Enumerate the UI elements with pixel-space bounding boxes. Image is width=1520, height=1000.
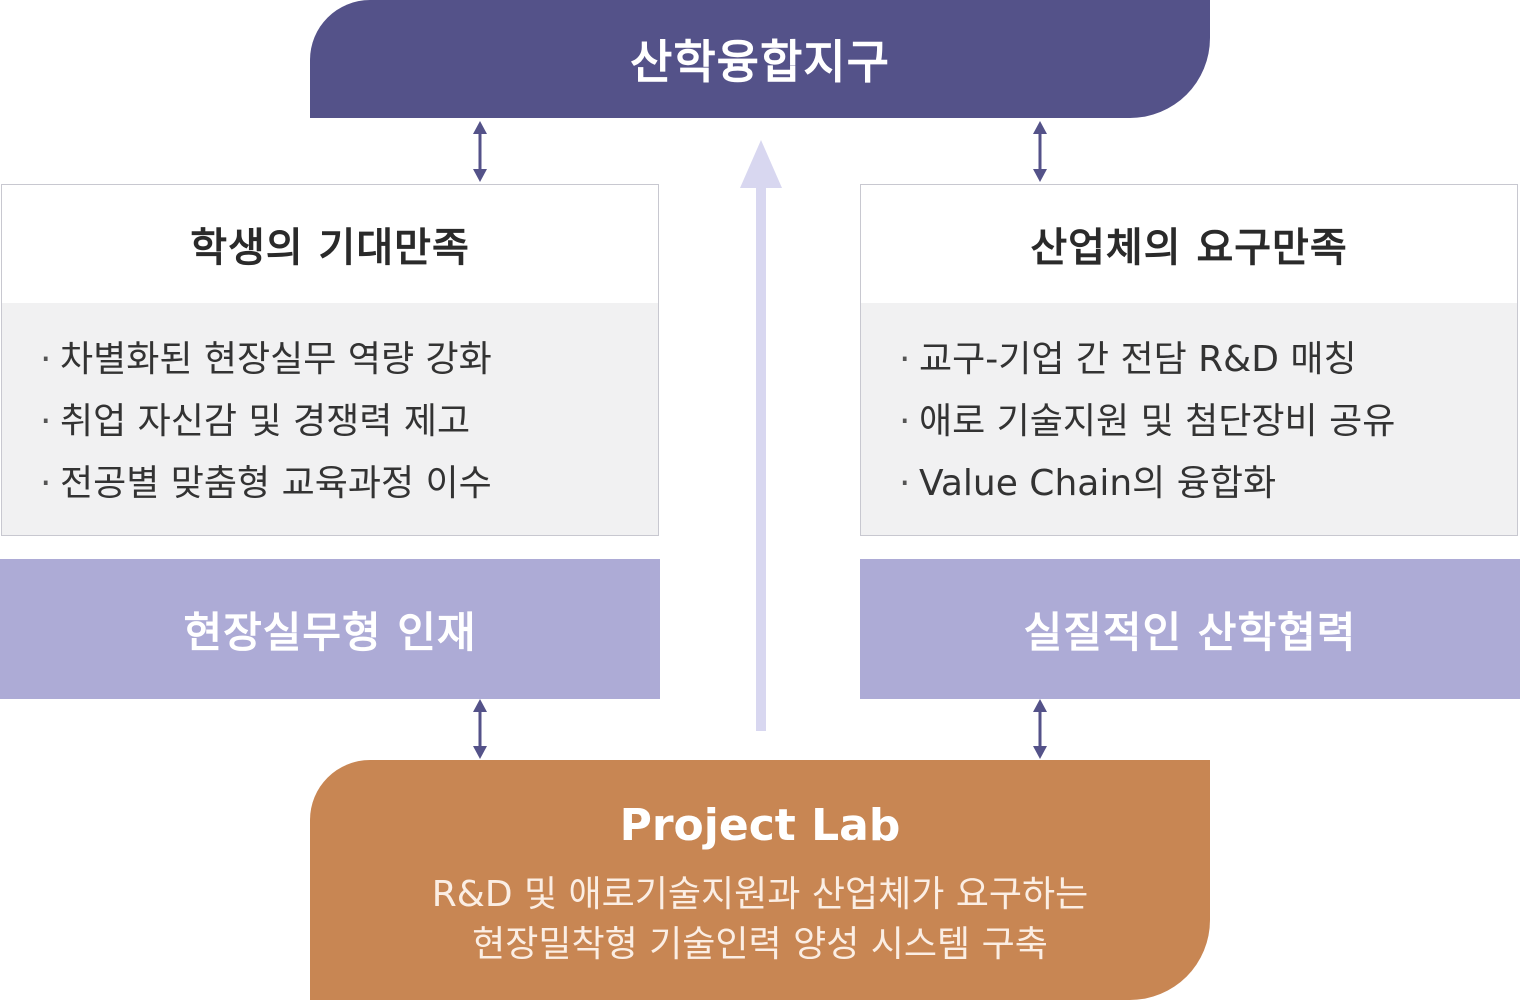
bottom-title: Project Lab	[619, 800, 901, 851]
bottom-desc-line-1: R&D 및 애로기술지원과 산업체가 요구하는	[431, 874, 1089, 915]
left-panel: 학생의 기대만족 ·차별화된 현장실무 역량 강화 ·취업 자신감 및 경쟁력 …	[1, 184, 659, 536]
top-box: 산학융합지구	[310, 0, 1210, 118]
list-item: ·Value Chain의 융합화	[899, 453, 1517, 515]
right-band: 실질적인 산학협력	[860, 559, 1520, 699]
left-band: 현장실무형 인재	[0, 559, 660, 699]
bullet-dot: ·	[40, 401, 52, 442]
list-item: ·전공별 맞춤형 교육과정 이수	[40, 453, 658, 515]
right-top-double-arrow	[1033, 121, 1047, 182]
bullet-dot: ·	[40, 339, 52, 380]
right-panel: 산업체의 요구만족 ·교구-기업 간 전담 R&D 매칭 ·애로 기술지원 및 …	[860, 184, 1518, 536]
right-bottom-double-arrow	[1033, 699, 1047, 759]
center-up-arrow	[740, 140, 782, 731]
bullet-dot: ·	[40, 463, 52, 504]
left-top-double-arrow	[473, 121, 487, 182]
right-panel-title: 산업체의 요구만족	[1030, 225, 1348, 271]
left-bottom-double-arrow	[473, 699, 487, 759]
bullet-dot: ·	[899, 463, 911, 504]
left-panel-title: 학생의 기대만족	[190, 225, 470, 271]
right-panel-body: ·교구-기업 간 전담 R&D 매칭 ·애로 기술지원 및 첨단장비 공유 ·V…	[861, 303, 1517, 535]
bottom-description: R&D 및 애로기술지원과 산업체가 요구하는 현장밀착형 기술인력 양성 시스…	[310, 870, 1210, 970]
top-title: 산학융합지구	[630, 35, 890, 89]
left-band-label: 현장실무형 인재	[183, 607, 477, 657]
list-item: ·교구-기업 간 전담 R&D 매칭	[899, 329, 1517, 391]
bullet-dot: ·	[899, 401, 911, 442]
list-item: ·차별화된 현장실무 역량 강화	[40, 329, 658, 391]
list-item: ·취업 자신감 및 경쟁력 제고	[40, 391, 658, 453]
right-panel-list: ·교구-기업 간 전담 R&D 매칭 ·애로 기술지원 및 첨단장비 공유 ·V…	[899, 329, 1517, 515]
bottom-box: Project Lab R&D 및 애로기술지원과 산업체가 요구하는 현장밀착…	[310, 760, 1210, 1000]
left-panel-list: ·차별화된 현장실무 역량 강화 ·취업 자신감 및 경쟁력 제고 ·전공별 맞…	[40, 329, 658, 515]
right-band-label: 실질적인 산학협력	[1023, 607, 1357, 657]
list-item: ·애로 기술지원 및 첨단장비 공유	[899, 391, 1517, 453]
bullet-dot: ·	[899, 339, 911, 380]
left-panel-body: ·차별화된 현장실무 역량 강화 ·취업 자신감 및 경쟁력 제고 ·전공별 맞…	[2, 303, 658, 535]
bottom-desc-line-2: 현장밀착형 기술인력 양성 시스템 구축	[472, 924, 1048, 965]
